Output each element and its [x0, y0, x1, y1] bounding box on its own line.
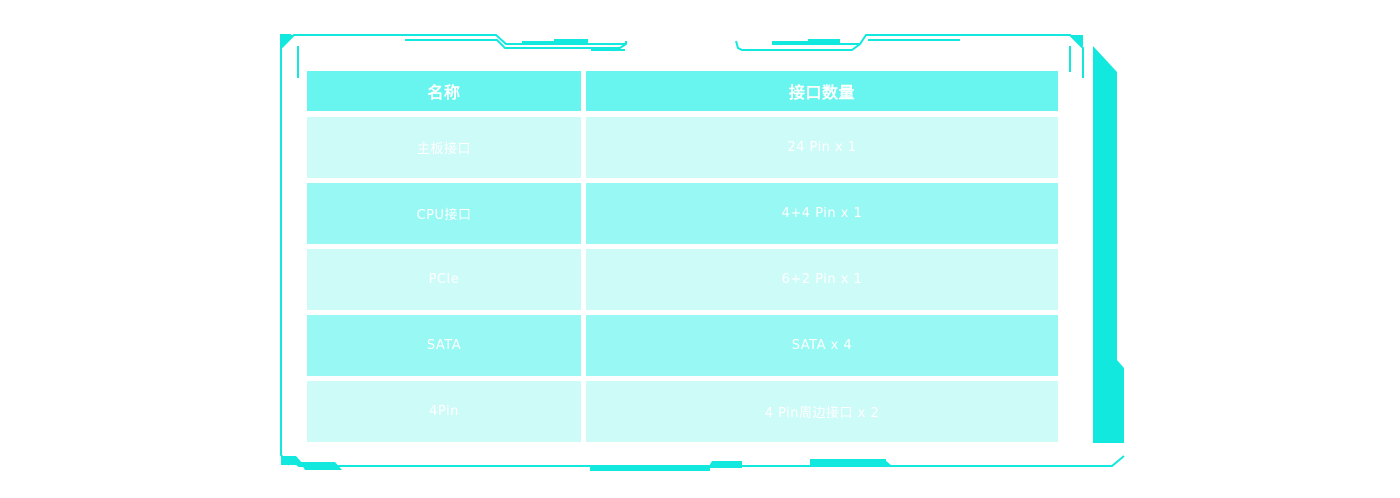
row-3-name: PCIe: [307, 249, 581, 310]
header-name: 名称: [307, 71, 581, 111]
row-5-count: 4 Pin周边接口 x 2: [586, 381, 1058, 442]
interface-spec-table: 名称 接口数量 主板接口 24 Pin x 1 CPU接口 4+4 Pin x …: [307, 71, 1058, 447]
row-5-name: 4Pin: [307, 381, 581, 442]
row-4-count: SATA x 4: [586, 315, 1058, 376]
row-2-count: 4+4 Pin x 1: [586, 183, 1058, 244]
row-1-name: 主板接口: [307, 117, 581, 178]
row-4-name: SATA: [307, 315, 581, 376]
header-count: 接口数量: [586, 71, 1058, 111]
row-3-count: 6+2 Pin x 1: [586, 249, 1058, 310]
row-2-name: CPU接口: [307, 183, 581, 244]
row-1-count: 24 Pin x 1: [586, 117, 1058, 178]
